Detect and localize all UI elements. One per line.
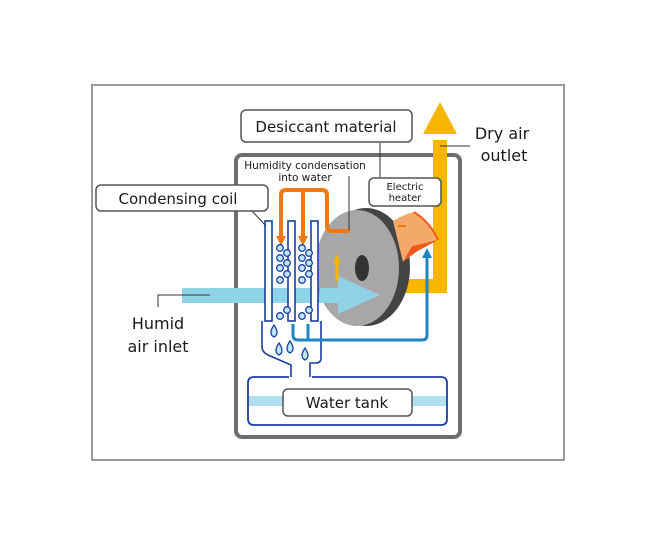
coil-leader-line bbox=[251, 210, 267, 227]
water-tank-label: Water tank bbox=[306, 394, 389, 412]
desiccant-label: Desiccant material bbox=[255, 118, 396, 136]
condensing-coil-label: Condensing coil bbox=[119, 190, 238, 208]
humid-air-leader-line bbox=[157, 294, 210, 307]
electric-heater bbox=[393, 211, 439, 262]
dry-air-label-line1: Dry air bbox=[475, 124, 530, 143]
electric-heater-label-box bbox=[368, 177, 442, 207]
dry-air-label-line2: outlet bbox=[481, 146, 528, 165]
humid-air-label-line2: air inlet bbox=[127, 337, 188, 356]
desiccant-wheel bbox=[315, 208, 410, 326]
cool-flow-arrowhead bbox=[422, 248, 432, 258]
condensation-arrowhead-2 bbox=[298, 236, 308, 246]
humid-air-label-line1: Humid bbox=[132, 314, 184, 333]
water-tank-label-box bbox=[282, 388, 413, 417]
diagram-frame bbox=[91, 84, 565, 461]
condensing-coil bbox=[261, 220, 322, 377]
condensation-flow bbox=[276, 188, 350, 246]
water-droplets bbox=[270, 323, 309, 361]
dry-air-arrowhead bbox=[423, 102, 457, 134]
desiccant-label-box bbox=[240, 109, 413, 143]
electric-heater-label-line2: heater bbox=[389, 193, 423, 204]
coil-bubbles bbox=[276, 244, 313, 320]
condensing-coil-label-box bbox=[95, 184, 269, 212]
humidity-condensation-label-line1: Humidity condensation bbox=[244, 160, 366, 172]
electric-heater-label-line1: Electric bbox=[386, 182, 423, 193]
wheel-hub bbox=[355, 255, 369, 281]
humidity-condensation-label-line2: into water bbox=[278, 172, 332, 184]
condensation-arrowhead-1 bbox=[276, 236, 286, 246]
cool-return-flow bbox=[291, 257, 429, 342]
